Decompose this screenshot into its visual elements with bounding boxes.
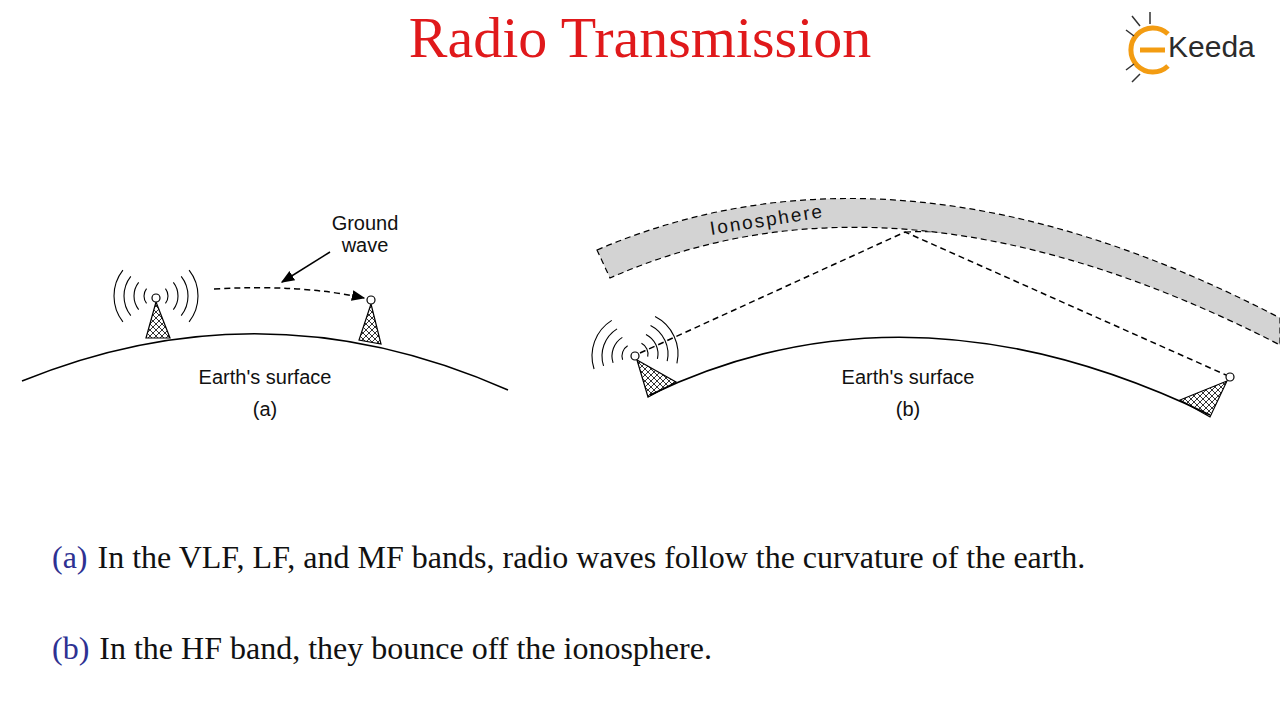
logo-mark: [1126, 12, 1168, 82]
wave-arc: [173, 282, 178, 309]
wave-arc: [651, 325, 668, 361]
figure-label: (a): [253, 398, 277, 421]
caption-paragraph: (a) In the VLF, LF, and MF bands, radio w…: [52, 537, 1234, 577]
title: Radio Transmission: [409, 4, 872, 71]
surface-label: Earth's surface: [842, 366, 975, 389]
wave-arc: [622, 346, 628, 360]
item-text: In the HF band, they bounce off the iono…: [99, 630, 712, 666]
wave-arc: [592, 320, 612, 369]
caption-paragraph: (b) In the HF band, they bounce off the i…: [52, 628, 1234, 668]
wave-arc: [165, 289, 168, 304]
antenna-tower: [1180, 373, 1234, 417]
ionosphere-band: Ionosphere: [595, 180, 1280, 360]
antenna-tower: [146, 294, 170, 338]
item-marker: (a): [52, 539, 88, 575]
surface-label: Earth's surface: [199, 366, 332, 389]
antenna-tower: [359, 296, 381, 344]
figure-label: (b): [896, 398, 920, 421]
radio-waves: [114, 270, 678, 369]
wave-arc: [144, 289, 147, 304]
item-text: In the VLF, LF, and MF bands, radio wave…: [98, 539, 1086, 575]
earth-surface: [650, 337, 1210, 415]
ground-wave: [214, 288, 364, 298]
wave-label: Ground wave: [325, 212, 405, 256]
wave-arc: [641, 343, 648, 356]
antenna-tower: [631, 352, 676, 397]
sky-wave: [640, 232, 1226, 375]
wave-arc: [655, 317, 678, 364]
wave-arc: [612, 337, 622, 362]
leader-arrow: [282, 252, 330, 282]
band-shape: [597, 198, 1280, 345]
wave-arc: [124, 276, 131, 315]
wave-arc: [134, 282, 139, 309]
logo-text: Keeda: [1168, 30, 1255, 64]
wave-arc: [189, 270, 198, 322]
earth-surface: [22, 334, 508, 390]
item-marker: (b): [52, 630, 89, 666]
band-outline: [595, 180, 1280, 360]
wave-arc: [602, 329, 617, 366]
wave-arc: [181, 276, 188, 315]
wave-arc: [114, 270, 123, 322]
wave-arc: [646, 334, 658, 359]
